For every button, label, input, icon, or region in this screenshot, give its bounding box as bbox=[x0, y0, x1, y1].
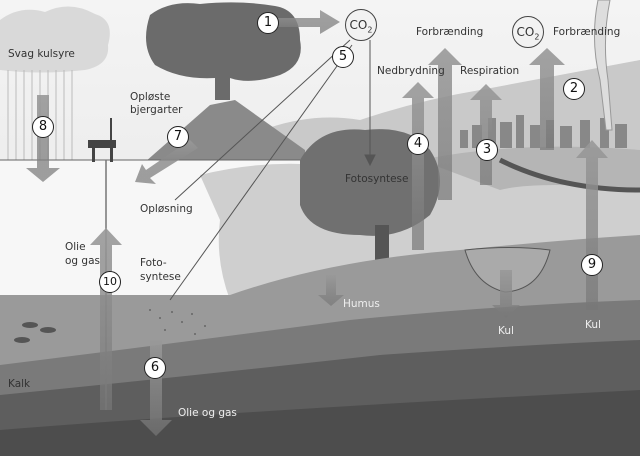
co2-sub: 2 bbox=[367, 25, 373, 35]
bog bbox=[464, 247, 551, 293]
oil-rig bbox=[88, 118, 116, 162]
arrow-6 bbox=[140, 340, 172, 436]
label-syntese: syntese bbox=[140, 271, 181, 283]
marker-3: 3 bbox=[476, 139, 498, 161]
label-svag-kulsyre: Svag kulsyre bbox=[8, 48, 75, 60]
co2-text: CO bbox=[349, 18, 368, 32]
label-kul-2: Kul bbox=[585, 319, 601, 331]
co2-bubble-1: CO2 bbox=[345, 9, 377, 41]
plankton bbox=[149, 309, 206, 335]
ground-layer-4 bbox=[0, 390, 640, 456]
label-kalk: Kalk bbox=[8, 378, 31, 390]
marker-10: 10 bbox=[99, 271, 121, 293]
marker-5: 5 bbox=[332, 46, 354, 68]
arrow-forbraending-2 bbox=[529, 48, 565, 150]
co2-text: CO bbox=[516, 25, 535, 39]
arrow-10 bbox=[90, 228, 122, 410]
marker-9: 9 bbox=[581, 254, 603, 276]
marker-8: 8 bbox=[32, 116, 54, 138]
arrow-4 bbox=[402, 82, 434, 250]
photosynthesis-lines bbox=[169, 39, 376, 301]
label-forbraending-2: Forbrænding bbox=[553, 26, 621, 38]
flux-arrows bbox=[26, 10, 608, 436]
co2-sub: 2 bbox=[534, 32, 540, 42]
label-foto: Foto- bbox=[140, 257, 167, 269]
chimney-smoke bbox=[593, 0, 613, 131]
arrow-3 bbox=[470, 84, 502, 185]
label-olie: Olie bbox=[65, 241, 86, 253]
arrow-forbraending-1 bbox=[428, 48, 462, 200]
arrow-1 bbox=[278, 10, 340, 34]
road bbox=[498, 157, 640, 193]
tree-trunk bbox=[375, 225, 389, 265]
fish bbox=[14, 322, 56, 343]
arrow-9 bbox=[576, 140, 608, 310]
label-oploeste: Opløste bbox=[130, 91, 171, 103]
arrow-8 bbox=[26, 95, 60, 182]
marker-2: 2 bbox=[563, 78, 585, 100]
rain-cloud bbox=[0, 6, 110, 73]
label-fotosyntese: Fotosyntese bbox=[345, 173, 409, 185]
label-forbraending-1: Forbrænding bbox=[416, 26, 484, 38]
marker-4: 4 bbox=[407, 133, 429, 155]
marker-7: 7 bbox=[167, 126, 189, 148]
label-bjergarter: bjergarter bbox=[130, 104, 183, 116]
label-respiration: Respiration bbox=[460, 65, 520, 77]
label-og-gas: og gas bbox=[65, 255, 100, 267]
arrow-humus-down bbox=[318, 275, 344, 306]
marker-1: 1 bbox=[257, 12, 279, 34]
arrow-7 bbox=[135, 140, 198, 184]
arrow-kul bbox=[492, 270, 520, 318]
label-kul-1: Kul bbox=[498, 325, 514, 337]
label-humus: Humus bbox=[343, 298, 380, 310]
label-nedbrydning: Nedbrydning bbox=[377, 65, 445, 77]
label-olie-og-gas-deep: Olie og gas bbox=[178, 407, 237, 419]
marker-6: 6 bbox=[144, 357, 166, 379]
label-oploesning: Opløsning bbox=[140, 203, 193, 215]
tree bbox=[300, 129, 440, 236]
co2-bubble-2: CO2 bbox=[512, 16, 544, 48]
